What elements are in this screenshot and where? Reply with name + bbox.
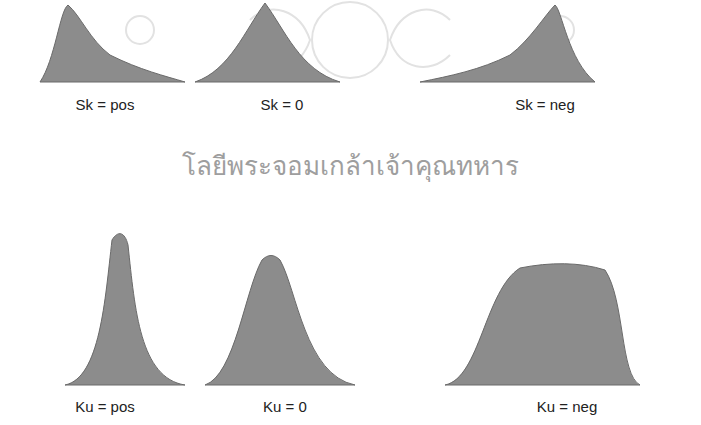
skewness-label: Sk = 0: [261, 96, 304, 114]
negative-skew-curve: [420, 5, 595, 82]
negative-kurtosis-curve: [445, 264, 640, 385]
kurtosis-label: Ku = neg: [537, 398, 597, 416]
skewness-label: Sk = neg: [515, 96, 575, 114]
kurtosis-label: Ku = pos: [75, 398, 135, 416]
positive-skew-curve: [40, 5, 185, 82]
positive-kurtosis-curve: [65, 234, 185, 385]
skewness-label: Sk = pos: [76, 96, 135, 114]
zero-skew-curve: [195, 3, 340, 82]
zero-kurtosis-curve: [205, 256, 355, 386]
watermark: โลยีพระจอมเกล้าเจ้าคุณทหาร: [182, 150, 519, 184]
kurtosis-label: Ku = 0: [263, 398, 307, 416]
